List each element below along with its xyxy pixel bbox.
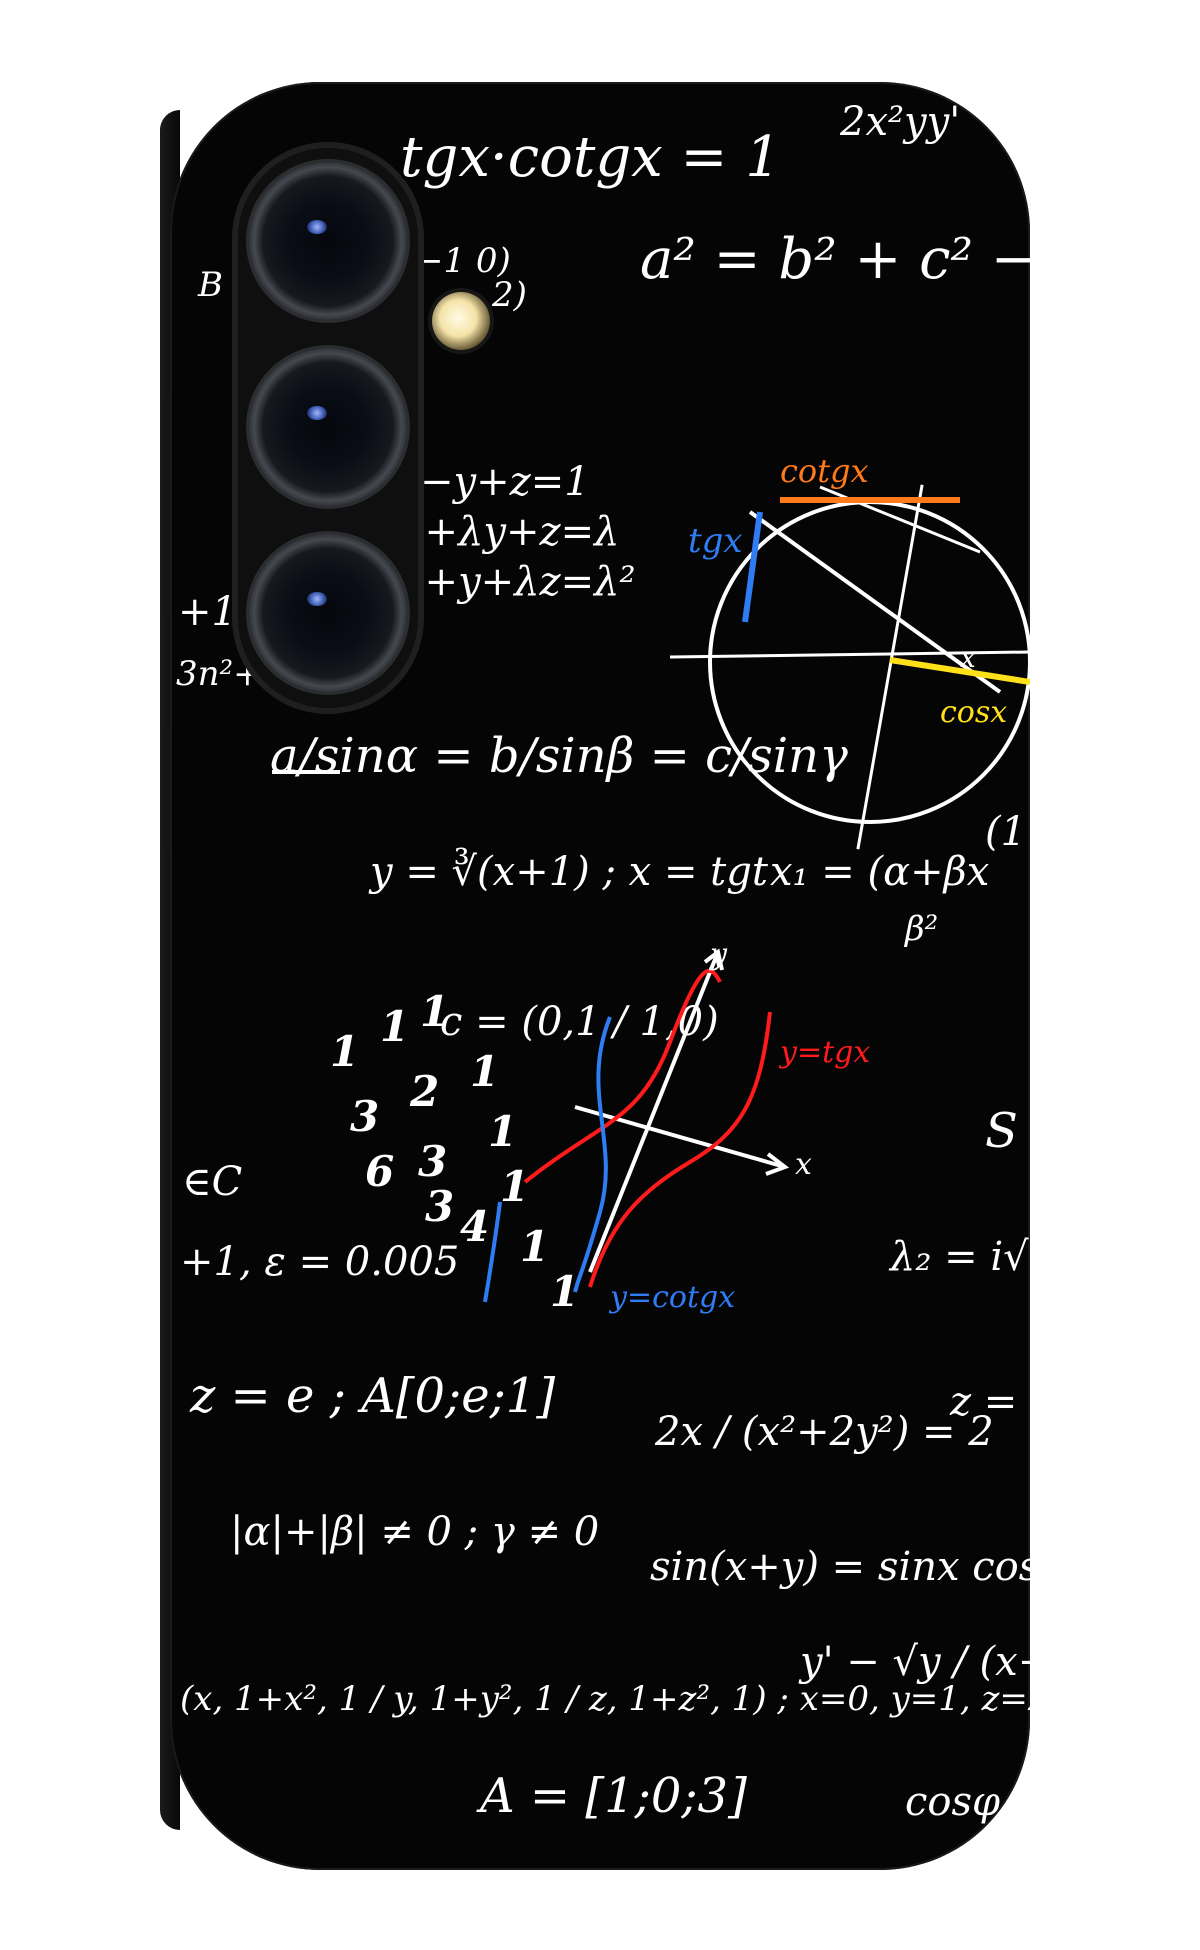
formula-cosine-law: a² = b² + c² − 2bc bbox=[640, 227, 1030, 292]
tg-curve-label: y=tgx bbox=[778, 1035, 870, 1070]
tg-segment bbox=[742, 511, 763, 623]
formula-plus-one: +1 bbox=[178, 589, 237, 635]
formula-paren-1: (1 bbox=[985, 809, 1027, 855]
formula-matrix-row2: 2) bbox=[492, 275, 527, 315]
angle-x-label: x bbox=[960, 641, 976, 674]
formula-determinant: (x, 1+x², 1 / y, 1+y², 1 / z, 1+z², 1) ;… bbox=[180, 1679, 1030, 1719]
circle-horizontal-axis bbox=[669, 650, 1030, 659]
triangle-digit: 1 bbox=[488, 1107, 518, 1156]
tg-curve-branch bbox=[588, 1011, 772, 1288]
camera-lens-bottom bbox=[249, 534, 407, 692]
formula-2x2yy: 2x²yy' bbox=[840, 99, 961, 145]
formula-system-1: −y+z=1 bbox=[420, 459, 590, 505]
formula-system-2: x+λy+z=λ bbox=[402, 509, 620, 555]
graph-x-arrow bbox=[765, 1152, 790, 1176]
tg-label: tgx bbox=[688, 521, 743, 561]
volume-button bbox=[163, 395, 173, 615]
formula-s: S bbox=[985, 1103, 1018, 1159]
triangle-digit: 1 bbox=[380, 1002, 410, 1051]
formula-cube-root: y = ∛(x+1) ; x = tgt bbox=[370, 849, 768, 895]
circle-vertical-axis bbox=[856, 484, 924, 850]
camera-module bbox=[238, 148, 418, 708]
cotg-curve bbox=[573, 1016, 612, 1293]
triangle-digit: 3 bbox=[350, 1092, 380, 1141]
formula-in-c: ∈C bbox=[182, 1159, 243, 1205]
formula-lambda2: λ₂ = i√ bbox=[890, 1234, 1029, 1280]
triangle-digit: 2 bbox=[410, 1067, 440, 1116]
camera-lens-top bbox=[249, 162, 407, 320]
triangle-digit: 1 bbox=[330, 1027, 360, 1076]
triangle-digit: 3 bbox=[418, 1137, 448, 1186]
camera-lens-middle bbox=[249, 348, 407, 506]
cotg-curve-label: y=cotgx bbox=[608, 1280, 735, 1315]
formula-abs-nonzero: |α|+|β| ≠ 0 ; γ ≠ 0 bbox=[230, 1509, 600, 1555]
graph-x-label: x bbox=[795, 1147, 812, 1182]
graph-y-arrow bbox=[703, 948, 724, 971]
camera-flash bbox=[432, 292, 490, 350]
circle-diagonal bbox=[819, 485, 981, 554]
triangle-digit: 1 bbox=[470, 1047, 500, 1096]
tg-curve bbox=[523, 969, 722, 1184]
triangle-digit: 1 bbox=[420, 987, 450, 1036]
cos-segment bbox=[889, 657, 1030, 685]
graph-y-label: y bbox=[708, 937, 728, 972]
triangle-digit: 3 bbox=[425, 1182, 455, 1231]
formula-vector-a: A = [1;0;3] bbox=[480, 1768, 747, 1824]
formula-epsilon: +1, ε = 0.005 bbox=[180, 1239, 460, 1285]
formula-fraction-2x: 2x / (x²+2y²) = 2 bbox=[655, 1409, 994, 1455]
formula-b: B bbox=[198, 265, 223, 305]
cotg-label: cotgx bbox=[780, 452, 869, 490]
circle-radius-line bbox=[748, 510, 1002, 694]
formula-cos-phi: cosφ = bbox=[905, 1779, 1030, 1825]
formula-z-equals-e: z = e ; A[0;e;1] bbox=[190, 1368, 556, 1424]
formula-x1: x₁ = (α+βx bbox=[770, 849, 990, 895]
triangle-digit: 1 bbox=[500, 1162, 530, 1211]
triangle-digit: 4 bbox=[460, 1202, 490, 1251]
formula-tg-cotg: tgx·cotgx = 1 bbox=[400, 125, 781, 190]
formula-sin-sum: sin(x+y) = sinx cosy bbox=[650, 1544, 1030, 1590]
formula-beta2: β² bbox=[905, 909, 939, 949]
triangle-digit: 6 bbox=[365, 1147, 395, 1196]
triangle-digit: 1 bbox=[520, 1222, 550, 1271]
diagram-layer: cotgx tgx cosx x y x y=tgx y=cotgx bbox=[272, 452, 1030, 1315]
cotg-curve-left bbox=[483, 1201, 502, 1303]
power-button bbox=[163, 730, 173, 850]
graph-x-axis bbox=[574, 1105, 786, 1169]
formula-system-3: x+y+λz=λ² bbox=[402, 559, 636, 605]
graph-y-axis bbox=[588, 951, 720, 1273]
formula-z-eq: z = bbox=[950, 1379, 1018, 1425]
formula-y-prime: y' − √y / (x+2) = bbox=[800, 1639, 1030, 1685]
cos-label: cosx bbox=[940, 695, 1007, 730]
formula-matrix-row1: −1 0) bbox=[415, 241, 511, 281]
